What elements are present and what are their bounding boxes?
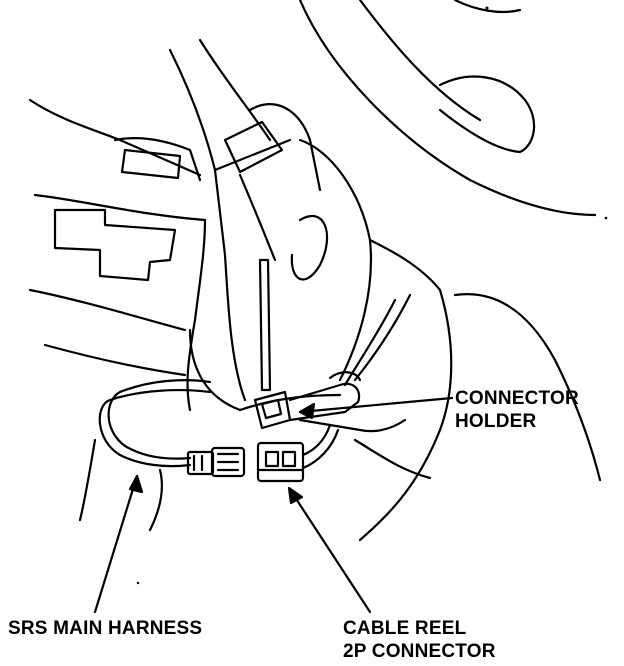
cable-reel-2p-connector — [256, 423, 340, 483]
steering-wheel-hub — [298, 0, 597, 217]
srs-main-harness-label: SRS MAIN HARNESS — [8, 618, 203, 639]
harness-leader — [93, 474, 144, 614]
connector-holder-label-line2: HOLDER — [455, 411, 537, 432]
dashboard-right — [343, 288, 602, 542]
column-cover — [168, 38, 442, 402]
connector-holder — [253, 371, 362, 430]
cable-reel-leader — [287, 486, 372, 614]
connector-holder-label: CONNECTOR HOLDER — [455, 387, 579, 433]
cable-reel-label-line2: 2P CONNECTOR — [343, 641, 496, 662]
cable-reel-label-line1: CABLE REEL — [343, 618, 467, 639]
scan-specks — [136, 6, 608, 585]
cable-reel-connector-label: CABLE REEL 2P CONNECTOR — [343, 617, 496, 663]
holder-leader — [298, 396, 454, 420]
srs-harness-connector — [186, 446, 246, 478]
dashboard-left — [28, 98, 207, 412]
srs-main-harness-wire — [78, 379, 212, 532]
connector-holder-label-line1: CONNECTOR — [455, 388, 579, 409]
